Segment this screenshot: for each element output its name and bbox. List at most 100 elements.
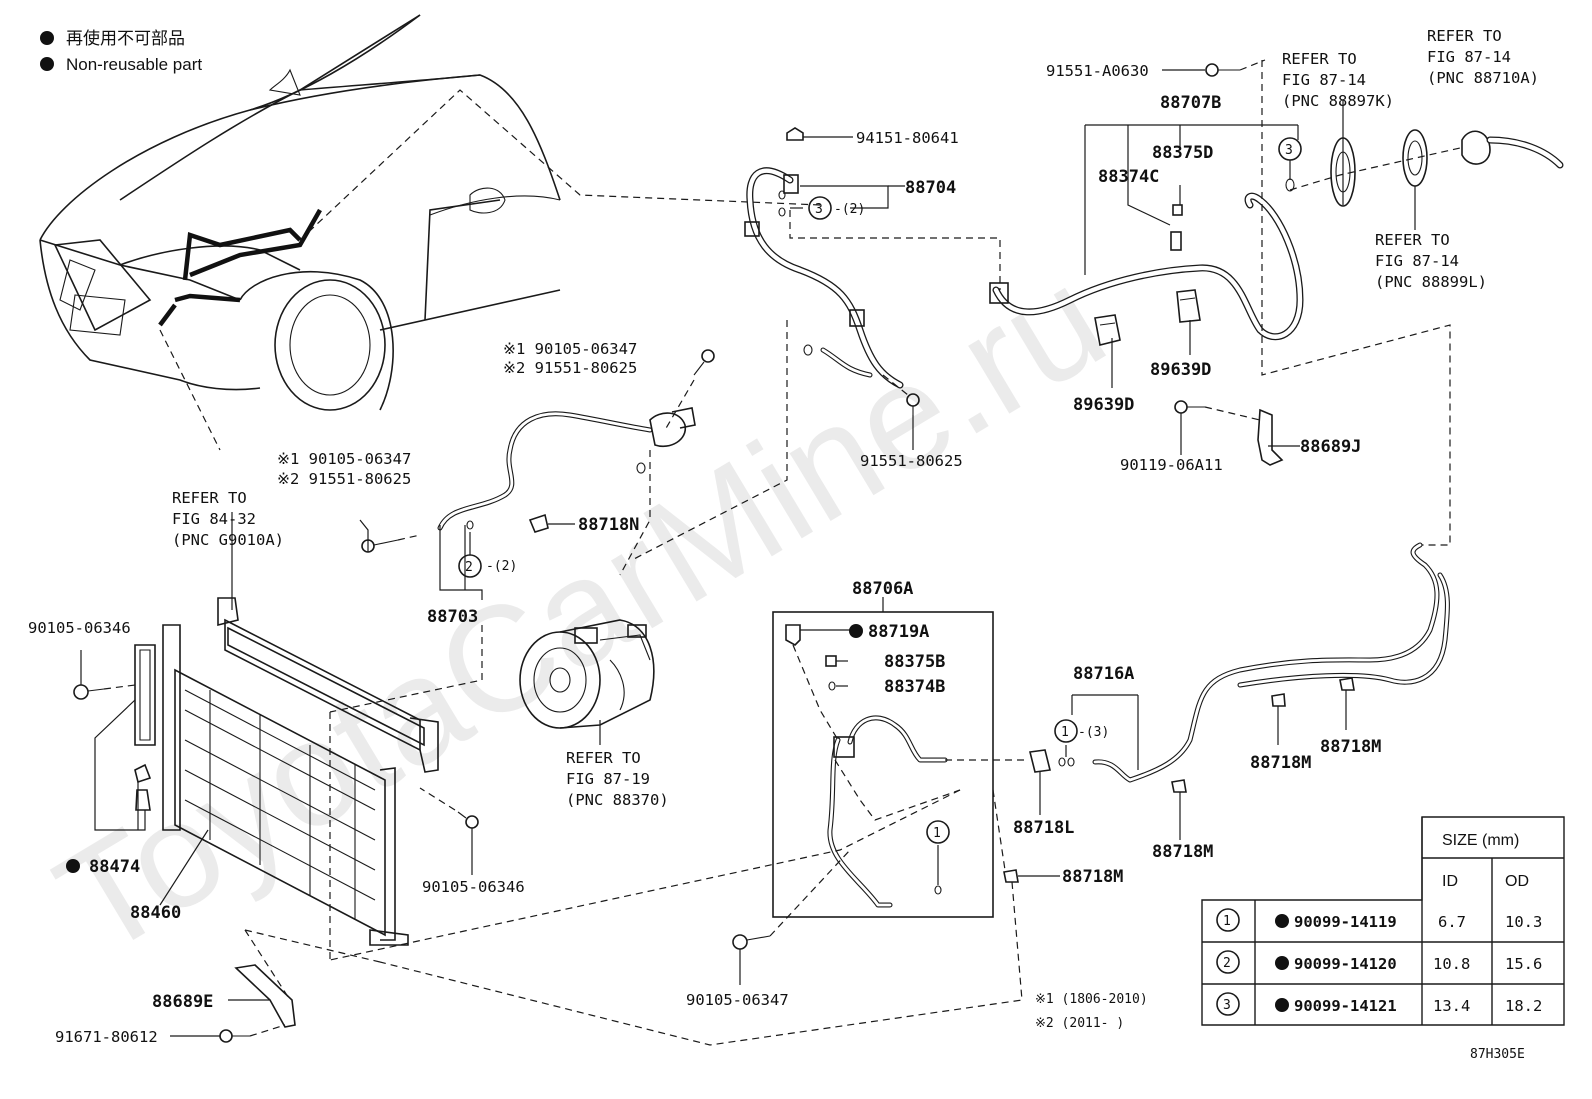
table-header-od: OD — [1505, 873, 1529, 890]
table-row2-part: 90099-14120 — [1294, 955, 1397, 973]
label-91551-a0630: 91551-A0630 — [1046, 62, 1149, 80]
label-88460: 88460 — [130, 903, 181, 923]
ref-87-14-k-line3: (PNC 88897K) — [1282, 92, 1394, 110]
label-90119-06a11: 90119-06A11 — [1120, 456, 1223, 474]
table-row1-od: 10.3 — [1505, 913, 1542, 931]
refer-blocks: REFER TO FIG 84-32 (PNC G9010A) REFER TO… — [172, 27, 1539, 809]
leaders-88704 — [631, 136, 1001, 561]
size-table: SIZE (mm) ID OD 1 90099-14119 6.7 10.3 2… — [1201, 816, 1565, 1026]
ref-87-14-l-line1: REFER TO — [1375, 231, 1450, 249]
label-89639d-right: 89639D — [1150, 360, 1211, 380]
ref-87-19-line1: REFER TO — [566, 749, 641, 767]
label-88718m-3: 88718M — [1152, 842, 1213, 862]
pipe-88706a-box — [772, 597, 1025, 918]
labels: 91551-A0630 88707B 88375D 88374C 89639D … — [28, 62, 1525, 1062]
ref-84-32-line1: REFER TO — [172, 489, 247, 507]
nonreusable-dot-icon — [849, 624, 863, 638]
label-88718n: 88718N — [578, 515, 639, 535]
label-88703: 88703 — [427, 607, 478, 627]
table-row2-mark: 2 — [1223, 956, 1231, 971]
label-91551-80625: 91551-80625 — [860, 452, 963, 470]
label-88706a: 88706A — [852, 579, 913, 599]
table-row3-part: 90099-14121 — [1294, 997, 1397, 1015]
table-row2-od: 15.6 — [1505, 955, 1542, 973]
leaders-condenser — [80, 512, 473, 963]
leaders-top-right — [1084, 59, 1461, 546]
label-88719a: 88719A — [868, 622, 929, 642]
ref-87-14-a-line1: REFER TO — [1427, 27, 1502, 45]
label-ast1-lower: ※1 90105-06347 — [277, 450, 411, 468]
car-dashed-leaders — [159, 89, 821, 451]
label-88375b: 88375B — [884, 652, 945, 672]
label-ast1-upper: ※1 90105-06347 — [503, 340, 637, 358]
hose-88704 — [744, 127, 920, 415]
legend-en: Non-reusable part — [66, 55, 202, 74]
condenser-88460 — [73, 597, 479, 946]
table-row1-id: 6.7 — [1438, 913, 1466, 931]
ref-87-14-l-line2: FIG 87-14 — [1375, 252, 1459, 270]
label-88375d: 88375D — [1152, 143, 1213, 163]
nonreusable-dot-icon — [1275, 914, 1289, 928]
leaders-88703 — [329, 379, 695, 713]
table-row2-id: 10.8 — [1433, 955, 1470, 973]
nonreusable-dot-icon — [66, 859, 80, 873]
label-88707b: 88707B — [1160, 93, 1221, 113]
circle-2-88703: 2 — [465, 560, 473, 575]
ref-87-14-k-line1: REFER TO — [1282, 50, 1357, 68]
circle-1-88706a: 1 — [933, 826, 941, 841]
nonreusable-markers — [66, 624, 863, 873]
label-88704-qty: -(2) — [834, 202, 865, 217]
label-ast2-upper: ※2 91551-80625 — [503, 359, 637, 377]
ref-84-32-line2: FIG 84-32 — [172, 510, 256, 528]
label-90105-06347: 90105-06347 — [686, 991, 789, 1009]
label-88374b: 88374B — [884, 677, 945, 697]
nonreusable-dot-icon — [1275, 998, 1289, 1012]
circle-3-88707b: 3 — [1285, 143, 1293, 158]
table-row3-od: 18.2 — [1505, 997, 1542, 1015]
label-88374c: 88374C — [1098, 167, 1159, 187]
figure-code: 87H305E — [1470, 1047, 1525, 1062]
table-header-size: SIZE (mm) — [1442, 832, 1519, 849]
label-88689e: 88689E — [152, 992, 213, 1012]
label-88718m-1: 88718M — [1250, 753, 1311, 773]
legend-dot-icon — [40, 31, 54, 45]
circle-1-88716a: 1 — [1061, 725, 1069, 740]
label-88718l: 88718L — [1013, 818, 1074, 838]
pipe-88707b-assembly — [989, 63, 1564, 466]
legend-dot-icon — [40, 57, 54, 71]
label-90105-06346-left: 90105-06346 — [28, 619, 131, 637]
ref-87-14-a-line2: FIG 87-14 — [1427, 48, 1511, 66]
compressor-88370 — [519, 619, 655, 745]
table-row1-part: 90099-14119 — [1294, 913, 1397, 931]
bolt-90105-06347-bottom — [732, 849, 851, 985]
footnote-1: ※1 (1806-2010) — [1035, 992, 1148, 1007]
table-row3-mark: 3 — [1223, 998, 1231, 1013]
label-88689j: 88689J — [1300, 437, 1361, 457]
ref-87-14-a-line3: (PNC 88710A) — [1427, 69, 1539, 87]
ref-84-32-line3: (PNC G9010A) — [172, 531, 284, 549]
label-ast2-lower: ※2 91551-80625 — [277, 470, 411, 488]
circled-markers: 3 2 3 1 1 — [458, 137, 1302, 844]
label-88718m-4: 88718M — [1062, 867, 1123, 887]
ref-87-14-k-line2: FIG 87-14 — [1282, 71, 1366, 89]
table-header-id: ID — [1442, 873, 1458, 890]
label-88716a-qty: -(3) — [1078, 725, 1109, 740]
label-91671-80612: 91671-80612 — [55, 1028, 158, 1046]
leaders-88716a — [329, 690, 1347, 1046]
label-89639d-left: 89639D — [1073, 395, 1134, 415]
nonreusable-dot-icon — [1275, 956, 1289, 970]
ref-87-19-line2: FIG 87-19 — [566, 770, 650, 788]
hose-88703 — [361, 349, 715, 553]
table-row3-id: 13.4 — [1433, 997, 1470, 1015]
legend: 再使用不可部品 Non-reusable part — [40, 28, 202, 74]
label-94151-80641: 94151-80641 — [856, 129, 959, 147]
label-90105-06346-right: 90105-06346 — [422, 878, 525, 896]
bracket-88689e — [170, 929, 296, 1043]
table-row1-mark: 1 — [1223, 914, 1231, 929]
label-88704: 88704 — [905, 178, 956, 198]
legend-jp: 再使用不可部品 — [66, 28, 185, 48]
label-88718m-2: 88718M — [1320, 737, 1381, 757]
ref-87-14-l-line3: (PNC 88899L) — [1375, 273, 1487, 291]
label-88716a: 88716A — [1073, 664, 1134, 684]
